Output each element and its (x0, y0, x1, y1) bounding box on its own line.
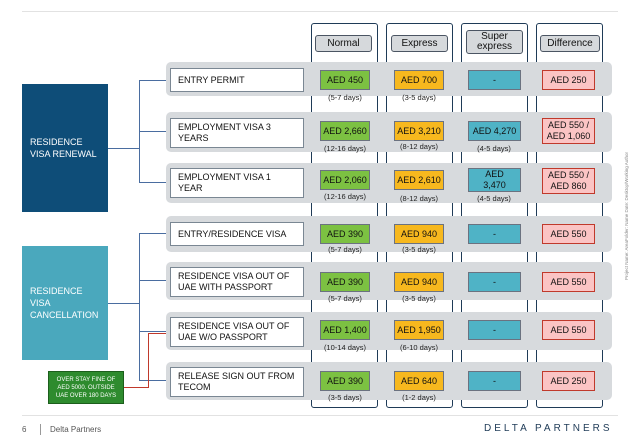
days-express: (3-5 days) (402, 294, 436, 303)
price-super-express: AED 3,470 (468, 168, 521, 192)
item-employment-visa-3-years: EMPLOYMENT VISA 3 YEARS (170, 118, 304, 148)
renewal-connector-stub (108, 148, 139, 149)
price-normal: AED 390 (320, 371, 370, 391)
top-divider (22, 11, 618, 12)
item-residence-visa-with-passport-label: RESIDENCE VISA OUT OF UAE WITH PASSPORT (178, 271, 290, 292)
price-super-express: - (468, 224, 521, 244)
price-normal: AED 450 (320, 70, 370, 90)
side-note: Project Name: AreaFolder: Name Date: Des… (624, 152, 629, 280)
renewal-connector-mid (139, 131, 166, 132)
item-entry-residence-visa: ENTRY/RESIDENCE VISA (170, 222, 304, 246)
days-super-express: (4-5 days) (477, 194, 511, 203)
item-entry-residence-visa-label: ENTRY/RESIDENCE VISA (178, 228, 287, 239)
price-super-express: - (468, 70, 521, 90)
days-normal: (12-16 days) (323, 192, 367, 201)
overstay-link-horizontal (148, 333, 170, 334)
normal-column-frame (311, 23, 378, 408)
price-express: AED 3,210 (394, 121, 444, 141)
item-residence-visa-without-passport-label: RESIDENCE VISA OUT OF UAE W/O PASSPORT (178, 321, 290, 342)
price-difference: AED 550 / AED 860 (542, 168, 595, 194)
overstay-fine-text: OVER STAY FINE OF AED 5000. OUTSIDE UAE … (55, 376, 117, 399)
super-column-header: Super express (466, 30, 523, 54)
days-express: (1-2 days) (402, 393, 436, 402)
days-super-express: (4-5 days) (477, 144, 511, 153)
price-difference: AED 550 (542, 272, 595, 292)
price-express: AED 940 (394, 272, 444, 292)
overstay-link-arrow (124, 387, 148, 388)
item-release-sign-out-label: RELEASE SIGN OUT FROM TECOM (178, 371, 295, 392)
renewal-label: RESIDENCE VISA RENEWAL (30, 137, 97, 159)
overstay-link-vertical (148, 333, 149, 388)
days-normal: (12-16 days) (323, 144, 367, 153)
footer-separator (40, 424, 41, 435)
residence-visa-cancellation-box: RESIDENCE VISA CANCELLATION (22, 246, 108, 360)
days-normal: (3-5 days) (328, 393, 362, 402)
price-difference: AED 250 (542, 70, 595, 90)
footer-company: Delta Partners (50, 425, 102, 434)
item-employment-visa-1-year-label: EMPLOYMENT VISA 1 YEAR (178, 172, 271, 193)
item-entry-permit: ENTRY PERMIT (170, 68, 304, 92)
price-express: AED 2,610 (394, 170, 444, 190)
days-express: (3-5 days) (402, 245, 436, 254)
item-employment-visa-3-years-label: EMPLOYMENT VISA 3 YEARS (178, 122, 271, 143)
days-normal: (10-14 days) (323, 343, 367, 352)
overstay-fine-note: OVER STAY FINE OF AED 5000. OUTSIDE UAE … (48, 371, 124, 404)
page-number: 6 (22, 425, 27, 434)
days-express: (8-12 days) (400, 142, 438, 151)
price-super-express: - (468, 320, 521, 340)
residence-visa-renewal-box: RESIDENCE VISA RENEWAL (22, 84, 108, 212)
express-column-frame (386, 23, 453, 408)
footer-divider (22, 415, 618, 416)
cancellation-connector-stub (108, 303, 139, 304)
price-difference: AED 550 / AED 1,060 (542, 118, 595, 144)
price-difference: AED 550 (542, 224, 595, 244)
item-residence-visa-with-passport: RESIDENCE VISA OUT OF UAE WITH PASSPORT (170, 267, 304, 297)
price-super-express: AED 4,270 (468, 121, 521, 141)
item-employment-visa-1-year: EMPLOYMENT VISA 1 YEAR (170, 168, 304, 198)
normal-column-header: Normal (315, 35, 372, 52)
price-super-express: - (468, 272, 521, 292)
cancellation-connector (139, 233, 166, 381)
price-normal: AED 2,060 (320, 170, 370, 190)
days-normal: (5-7 days) (328, 294, 362, 303)
price-normal: AED 390 (320, 224, 370, 244)
item-entry-permit-label: ENTRY PERMIT (178, 74, 245, 85)
price-express: AED 640 (394, 371, 444, 391)
delta-partners-logo: DELTA PARTNERS (484, 423, 613, 434)
difference-column-frame (536, 23, 603, 408)
price-express: AED 940 (394, 224, 444, 244)
express-column-header: Express (391, 35, 448, 52)
item-residence-visa-without-passport: RESIDENCE VISA OUT OF UAE W/O PASSPORT (170, 317, 304, 347)
days-express: (8-12 days) (400, 194, 438, 203)
difference-column-header: Difference (540, 35, 600, 52)
cancellation-connector-mid2 (139, 331, 166, 332)
price-difference: AED 250 (542, 371, 595, 391)
super-column-frame (461, 23, 528, 408)
days-normal: (5-7 days) (328, 93, 362, 102)
days-express: (6-10 days) (400, 343, 438, 352)
item-release-sign-out: RELEASE SIGN OUT FROM TECOM (170, 367, 304, 397)
price-normal: AED 390 (320, 272, 370, 292)
price-difference: AED 550 (542, 320, 595, 340)
days-normal: (5-7 days) (328, 245, 362, 254)
cancellation-connector-mid1 (139, 280, 166, 281)
price-express: AED 1,950 (394, 320, 444, 340)
price-express: AED 700 (394, 70, 444, 90)
cancellation-label: RESIDENCE VISA CANCELLATION (30, 286, 99, 320)
price-normal: AED 2,660 (320, 121, 370, 141)
price-normal: AED 1,400 (320, 320, 370, 340)
days-express: (3-5 days) (402, 93, 436, 102)
price-super-express: - (468, 371, 521, 391)
